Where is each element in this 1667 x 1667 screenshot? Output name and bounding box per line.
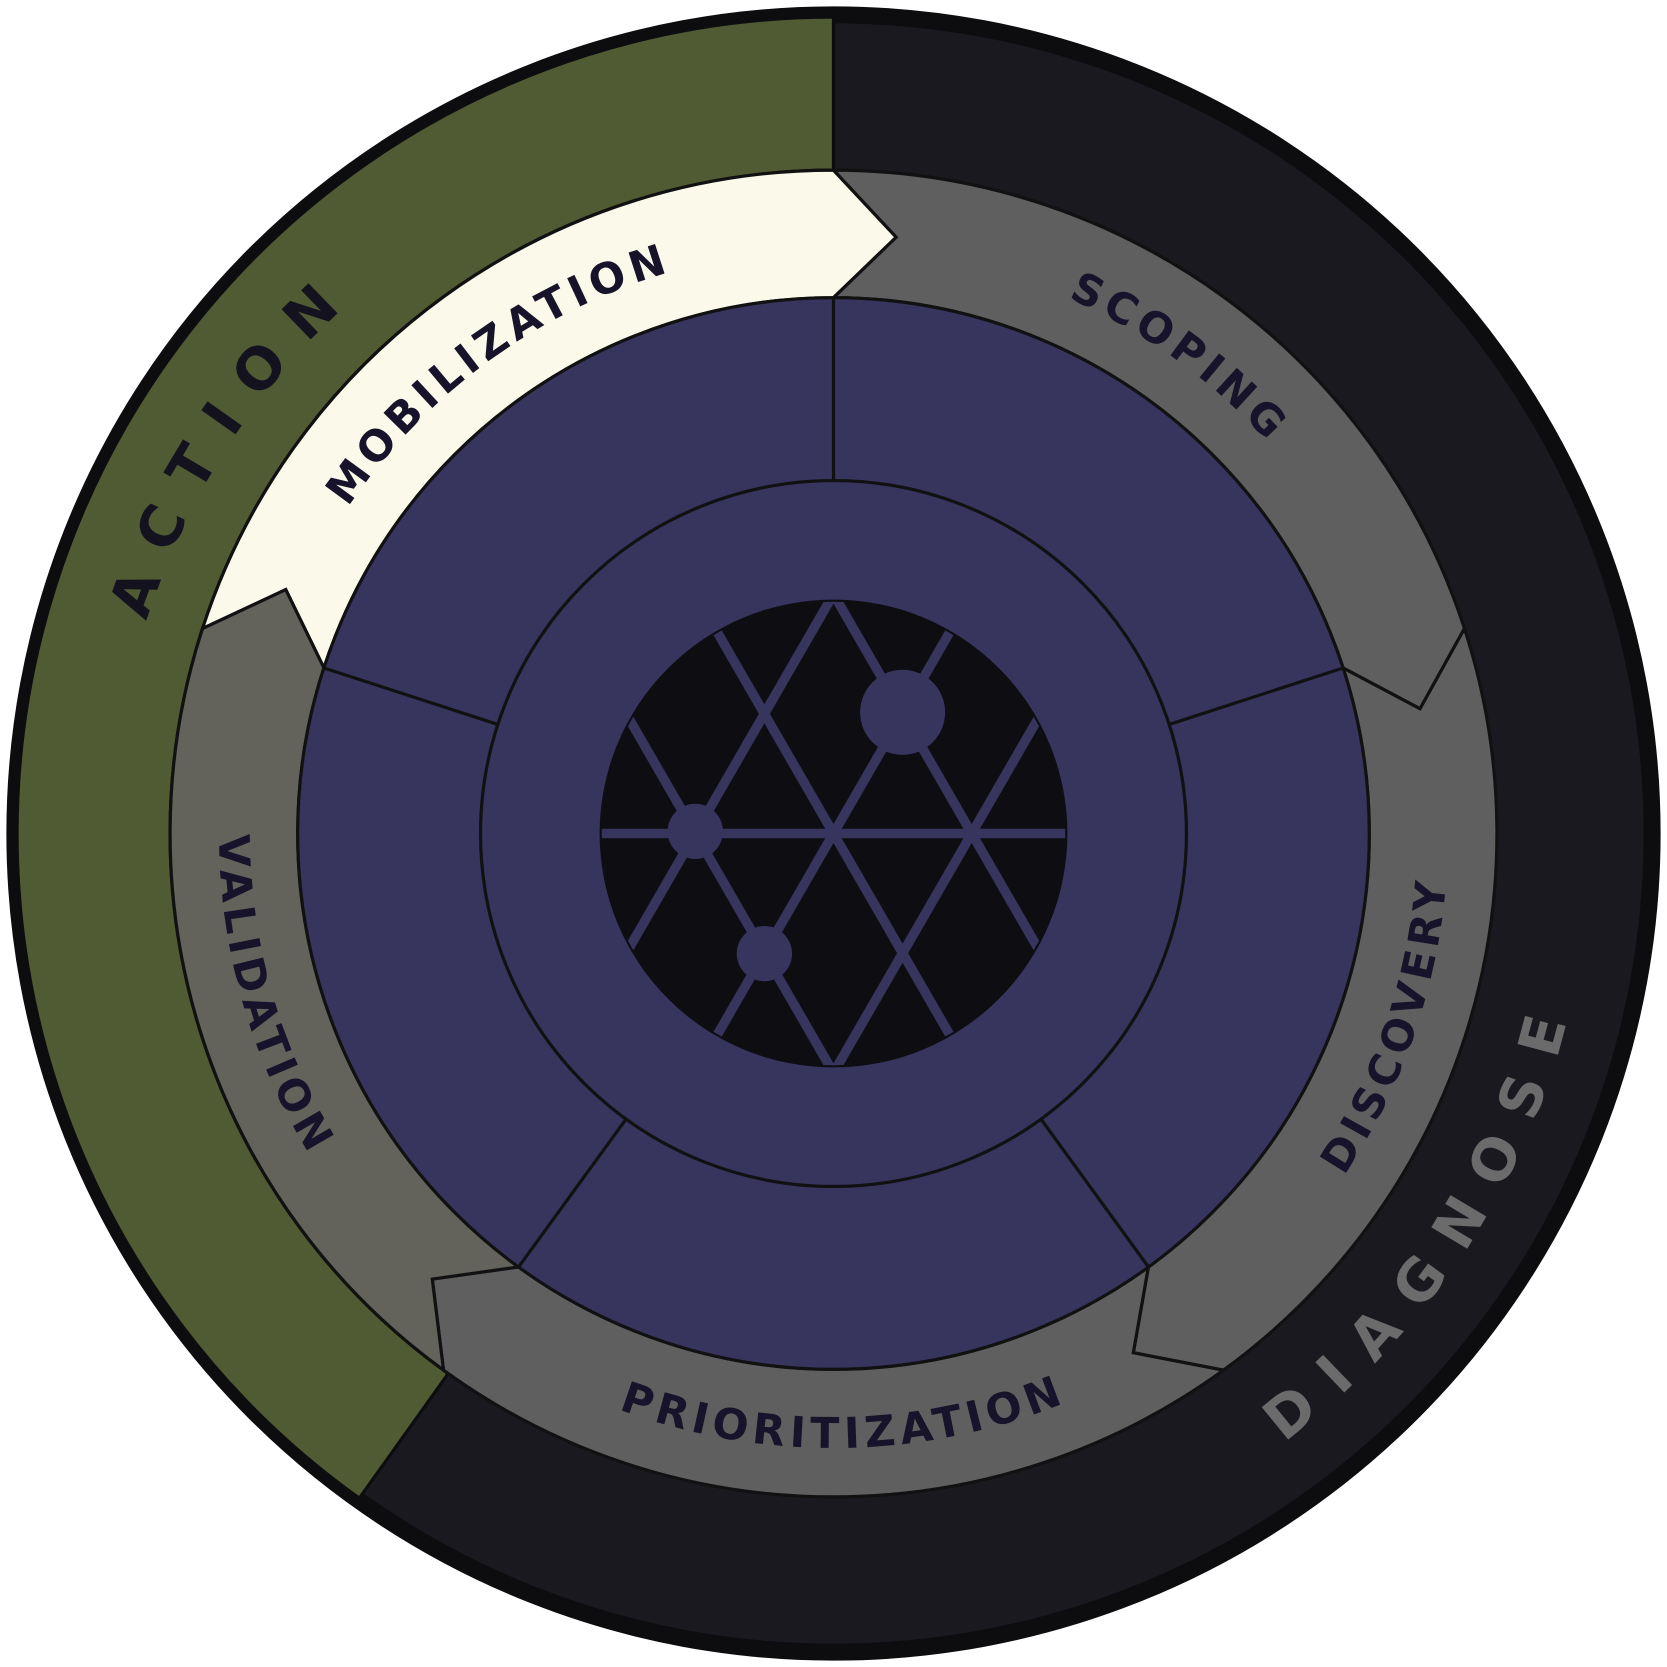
segment-divider: [323, 666, 499, 726]
lattice-node: [736, 925, 793, 982]
lattice-line: [669, 601, 998, 1066]
segment-divider: [517, 1118, 628, 1268]
lattice-node-large: [860, 669, 946, 755]
segment-divider: [1168, 666, 1344, 726]
segment-divider: [1039, 1118, 1150, 1268]
lattice-node: [667, 803, 723, 860]
lattice-line: [808, 601, 1066, 1066]
